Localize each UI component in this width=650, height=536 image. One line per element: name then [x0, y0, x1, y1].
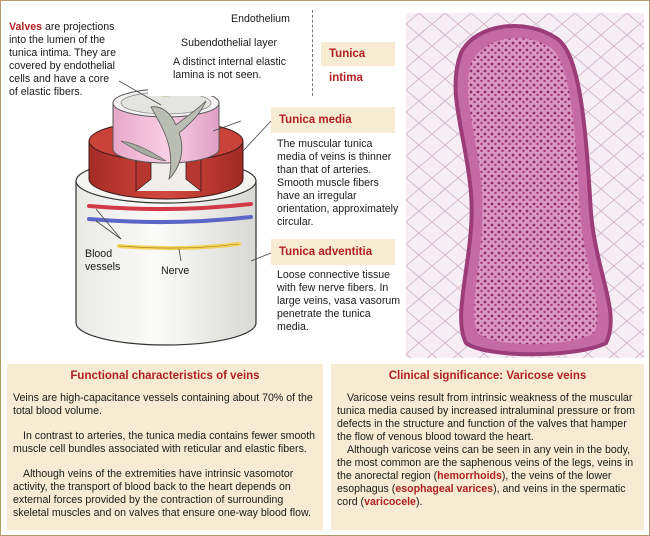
clinical-text-b: ), the veins of the lower esophagus ( — [337, 470, 612, 495]
esophageal-varices-term: esophageal varices — [395, 483, 494, 495]
endothelium-label: Endothelium — [231, 13, 290, 25]
tunica-adventitia-heading: Tunica adventitia — [271, 239, 395, 265]
functional-paragraph-2: In contrast to arteries, the tunica medi… — [13, 430, 316, 455]
clinical-text-a: Although varicose veins can be seen in a… — [337, 444, 634, 482]
functional-paragraph-1: Veins are high-capacitance vessels conta… — [13, 392, 313, 417]
hemorrhoids-term: hemorrhoids — [437, 470, 502, 482]
tunica-adventitia-text: Loose connective tissue with few nerve f… — [277, 269, 401, 333]
adventitia-contents — [87, 202, 253, 251]
clinical-paragraph-2: Although varicose veins can be seen in a… — [337, 444, 639, 509]
valves-term: Valves — [9, 21, 42, 33]
subendothelial-label: Subendothelial layer — [181, 37, 278, 49]
endothelium-callout — [148, 10, 313, 96]
clinical-heading: Clinical significance: Varicose veins — [331, 364, 644, 388]
valves-description: Valves are projections into the lumen of… — [9, 21, 119, 99]
tunica-media-heading: Tunica media — [271, 107, 395, 133]
micrograph-image — [406, 13, 644, 358]
clinical-panel: Varicose veins result from intrinsic wea… — [331, 388, 644, 530]
blood-vessels-label: Blood vessels — [85, 248, 121, 273]
valves-text: are projections into the lumen of the tu… — [9, 21, 116, 98]
functional-panel: Veins are high-capacitance vessels conta… — [7, 388, 323, 530]
vein-diagram — [75, 18, 272, 346]
tunica-media-text: The muscular tunica media of veins is th… — [277, 138, 399, 228]
vein-micrograph — [406, 13, 644, 358]
functional-paragraph-3: Although veins of the extremities have i… — [13, 468, 311, 519]
valve-leaflets — [120, 100, 207, 181]
clinical-paragraph-1: Varicose veins result from intrinsic wea… — [337, 392, 635, 443]
varicocele-term: varicocele — [364, 496, 416, 508]
clinical-text-d: ). — [415, 496, 423, 508]
functional-heading: Functional characteristics of veins — [7, 364, 323, 388]
tunica-intima-heading: Tunica intima — [321, 42, 395, 84]
elastic-lamina-note: A distinct internal elastic lamina is no… — [173, 56, 287, 81]
clinical-text-c: ), and veins in the spermatic cord ( — [337, 483, 626, 508]
nerve-label: Nerve — [161, 265, 190, 277]
